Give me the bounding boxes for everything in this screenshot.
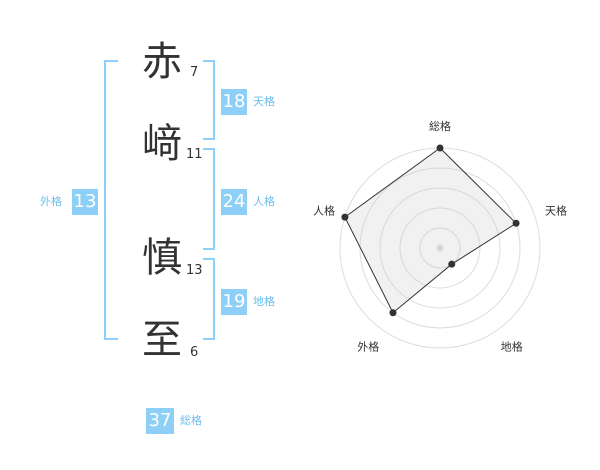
name-char-3: 慎 (142, 235, 182, 281)
radar-ring-2 (399, 207, 481, 289)
radar-ring-3 (379, 187, 501, 309)
gaikaku-value: 13 (72, 189, 98, 215)
radar-point-5 (341, 213, 349, 221)
name-char-1: 赤 (142, 39, 182, 85)
soukaku-label: 総格 (180, 414, 202, 427)
tenkaku-value: 18 (221, 89, 247, 115)
stroke-count-3: 13 (186, 263, 203, 278)
stroke-count-1: 7 (190, 65, 199, 80)
jinkaku-bracket (203, 148, 215, 250)
radar-center-dot (436, 244, 444, 252)
name-char-4: 至 (142, 317, 182, 363)
radar-axis-label-5: 人格 (313, 203, 335, 217)
jinkaku-value: 24 (221, 189, 247, 215)
tenkaku-label: 天格 (253, 95, 275, 108)
soukaku-value: 37 (146, 408, 174, 434)
jinkaku-label: 人格 (253, 195, 275, 208)
radar-point-1 (436, 144, 444, 152)
chikaku-bracket (203, 258, 215, 340)
radar-axis-label-3: 地格 (501, 340, 523, 354)
radar-axis-label-1: 総格 (429, 119, 451, 133)
tenkaku-bracket (203, 60, 215, 140)
gaikaku-bracket (104, 60, 118, 340)
radar-point-2 (512, 219, 520, 227)
radar-axis-label-4: 外格 (357, 340, 379, 354)
radar-ring-1 (419, 227, 461, 269)
radar-polygon (344, 147, 517, 314)
name-char-2: 﨑 (142, 121, 182, 167)
stroke-count-4: 6 (190, 345, 199, 360)
chikaku-label: 地格 (253, 295, 275, 308)
chikaku-value: 19 (221, 289, 247, 315)
radar-point-3 (448, 260, 456, 268)
stroke-count-2: 11 (186, 147, 203, 162)
radar-point-4 (389, 309, 397, 317)
radar-axis-label-2: 天格 (545, 203, 567, 217)
gaikaku-label: 外格 (40, 195, 62, 208)
